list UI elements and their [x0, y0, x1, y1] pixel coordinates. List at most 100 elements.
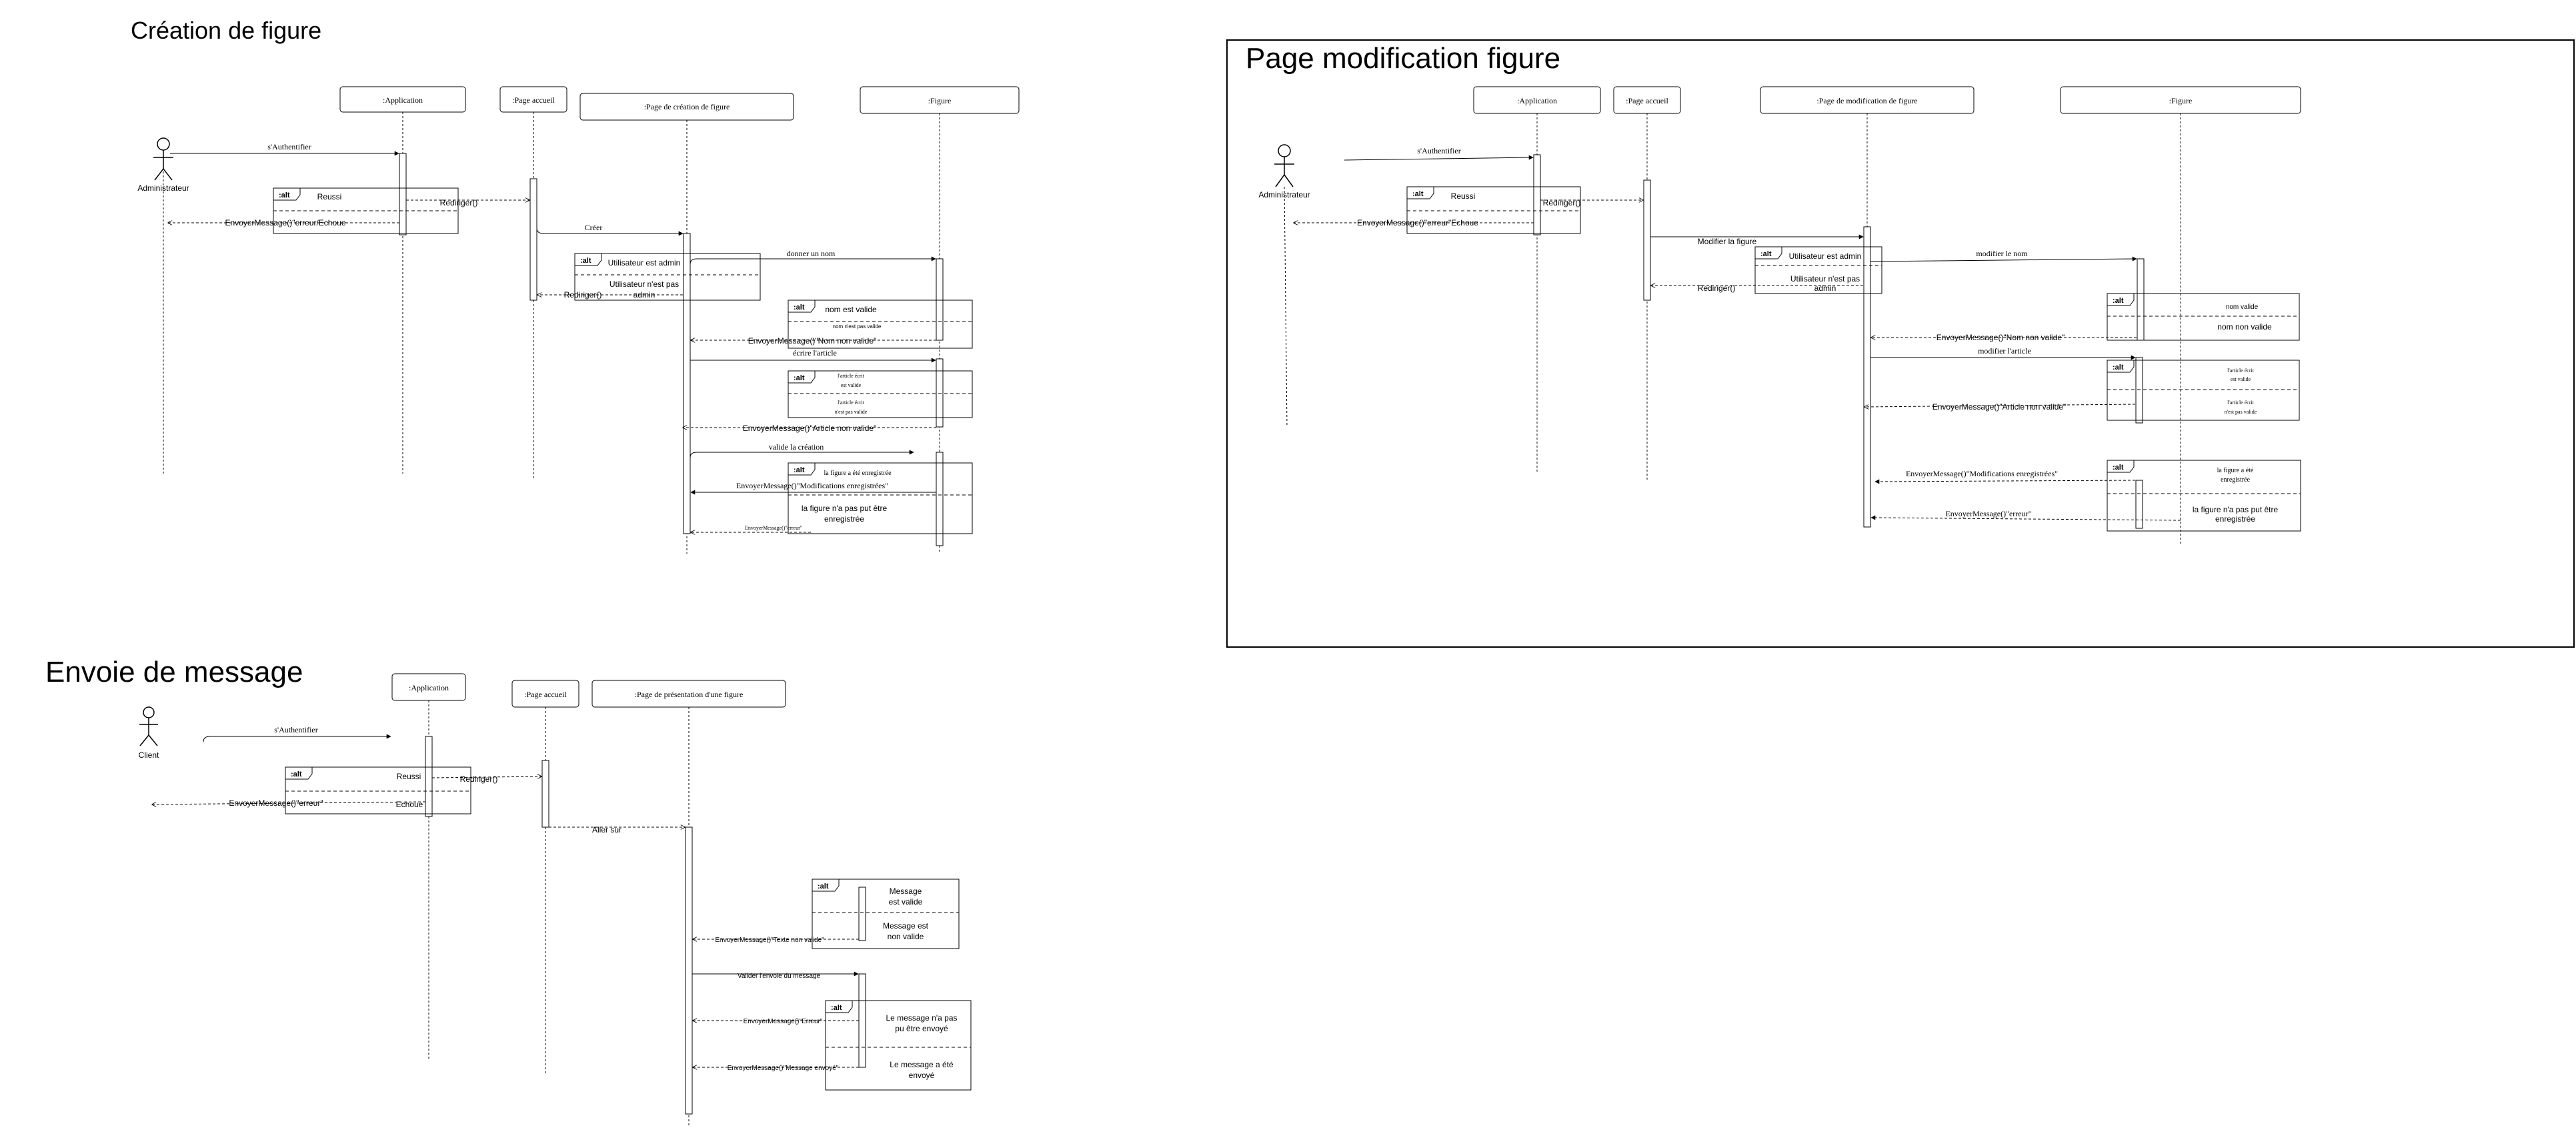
msg-lifeline-header-page-presentation: :Page de présentation d'une figure: [591, 680, 786, 708]
msg-rediriger-label: Rediriger(): [440, 198, 478, 207]
svg-text::alt: :alt: [2113, 364, 2124, 372]
svg-text:l'article écrit: l'article écrit: [838, 373, 865, 379]
svg-text:la figure n'a pas put être: la figure n'a pas put être: [802, 504, 888, 513]
msg3-erreur-2-label: EnvoyerMessage()"Erreur": [744, 1018, 823, 1025]
mod-msg-nom-non-valide-label: EnvoyerMessage()"Nom non valide": [1937, 333, 2065, 342]
svg-text::alt: :alt: [794, 304, 805, 312]
mod-actor-administrateur-label: Administrateur: [1258, 190, 1310, 199]
modification-frame: [1226, 39, 2575, 648]
alt-fragment-nom: :alt nom est valide nom n'est pas valide: [788, 300, 973, 349]
msg-erreur-echoue-label: EnvoyerMessage()"erreur/Echoue: [225, 218, 345, 227]
lifeline-header-application: :Application: [339, 86, 466, 113]
msg3-aller-sur-label: Aller sur: [592, 825, 621, 834]
mod-lifeline-header-figure: :Figure: [2060, 86, 2301, 114]
svg-text::alt: :alt: [2113, 464, 2124, 472]
mod-lifeline-header-page-accueil: :Page accueil: [1613, 86, 1681, 114]
mod-alt-fragment-enregistrement: :alt la figure a été enregistrée la figu…: [2107, 460, 2301, 532]
mod-lifeline-header-application: :Application: [1473, 86, 1601, 114]
mod-msg-authentifier: [1344, 155, 1534, 161]
svg-text::Page de création de figure: :Page de création de figure: [644, 102, 730, 111]
svg-text:l'article écrit: l'article écrit: [2227, 400, 2255, 406]
activations: [399, 153, 944, 546]
svg-text::alt: :alt: [580, 257, 591, 265]
diagram-modification-figure: Page modification figure :Application :P…: [1226, 39, 2575, 648]
svg-text::alt: :alt: [279, 191, 290, 199]
mod-msg-article-non-valide: [1864, 404, 2136, 407]
mod-msg-authentifier-label: s'Authentifier: [1417, 146, 1460, 155]
svg-text:Utilisateur est admin: Utilisateur est admin: [1789, 251, 1862, 261]
svg-text:la figure n'a pas put être: la figure n'a pas put être: [2193, 505, 2279, 514]
msg-valide-creation: [690, 450, 914, 458]
mod-alt-fragment-article: :alt l'article écrit est valide l'articl…: [2107, 360, 2300, 421]
svg-text:pu être envoyé: pu être envoyé: [895, 1024, 948, 1033]
msg3-message-envoye-label: EnvoyerMessage()"Message envoyé": [728, 1065, 839, 1072]
actor-administrateur: [153, 137, 173, 181]
svg-text:nom valide: nom valide: [2226, 304, 2259, 311]
alt-fragment-auth: :alt Reussi: [273, 187, 459, 234]
svg-text:enregistrée: enregistrée: [824, 514, 864, 524]
mod-msg-modifier-article-label: modifier l'article: [1978, 346, 2031, 356]
svg-text:Reussi: Reussi: [397, 772, 421, 781]
svg-text:non valide: non valide: [888, 932, 924, 941]
message-title: Envoie de message: [45, 656, 303, 688]
alt-fragment-enregistrement: :alt la figure a été enregistrée la figu…: [788, 462, 973, 534]
mod-msg-modifier-nom: [1870, 256, 2137, 262]
msg-article-non-valide-label: EnvoyerMessage()"Article non valide": [743, 424, 877, 433]
svg-text::Application: :Application: [1517, 96, 1557, 105]
msg-lifelines: [428, 700, 690, 1127]
svg-text::alt: :alt: [1760, 250, 1772, 258]
svg-text:est valide: est valide: [2231, 376, 2251, 382]
svg-text::Page accueil: :Page accueil: [512, 95, 555, 105]
mod-alt-fragment-auth: :alt Reussi: [1406, 186, 1581, 234]
msg-lifeline-header-application: :Application: [391, 673, 466, 701]
svg-text::Figure: :Figure: [2169, 96, 2193, 105]
msg-nom-non-valide-label: EnvoyerMessage()"Nom non valide": [748, 336, 877, 346]
msg3-erreur: [152, 801, 426, 804]
mod-alt-fragment-nom: :alt nom valide nom non valide: [2107, 293, 2300, 341]
svg-text:Echoue: Echoue: [396, 800, 423, 809]
msg-rediriger-2-label: Rediriger(): [564, 290, 602, 300]
msg3-texte-non-valide-label: EnvoyerMessage()"Texte non valide": [715, 937, 824, 944]
msg-ecrire-article-label: écrire l'article: [793, 348, 837, 358]
msg3-rediriger-label: Rediriger(): [460, 774, 498, 784]
svg-text:Utilisateur n'est pas: Utilisateur n'est pas: [1790, 274, 1860, 284]
svg-text:est valide: est valide: [889, 897, 923, 907]
svg-text::Application: :Application: [409, 683, 449, 692]
mod-msg-modifier-nom-label: modifier le nom: [1976, 249, 2028, 258]
diagram-envoie-message: Envoie de message :Application :Page acc…: [45, 656, 972, 1127]
svg-text::Application: :Application: [383, 95, 423, 105]
svg-text:est valide: est valide: [841, 382, 862, 388]
svg-text::alt: :alt: [2113, 297, 2124, 305]
mod-msg-modifier-figure-label: Modifier la figure: [1698, 237, 1757, 246]
mod-lifeline-header-page-modification: :Page de modification de figure: [1760, 86, 1975, 114]
msg-creer-label: Créer: [585, 223, 603, 232]
svg-text::alt: :alt: [818, 883, 829, 891]
mod-actor-administrateur: [1274, 144, 1294, 187]
lifeline-header-page-accueil: :Page accueil: [499, 86, 567, 113]
msg3-authentifier: [203, 734, 391, 742]
actor-client-label: Client: [139, 750, 159, 760]
svg-text:nom n'est pas valide: nom n'est pas valide: [833, 324, 882, 330]
mod-msg-rediriger-2-label: Rediriger(): [1698, 284, 1736, 293]
msg-alt-fragment-message: :alt Message est valide Message est non …: [812, 879, 960, 949]
msg-authentifier-label: s'Authentifier: [267, 142, 311, 151]
svg-text:Message: Message: [890, 887, 922, 896]
msg-donner-nom-label: donner un nom: [787, 249, 836, 258]
svg-text::Page accueil: :Page accueil: [524, 690, 567, 699]
svg-text::alt: :alt: [794, 466, 805, 474]
svg-text:enregistrée: enregistrée: [2215, 514, 2255, 524]
svg-text:Utilisateur est admin: Utilisateur est admin: [608, 258, 681, 267]
msg-alt-fragment-envoi: :alt Le message n'a pas pu être envoyé L…: [825, 1000, 972, 1091]
msg-modifs-enregistrees-label: EnvoyerMessage()"Modifications enregistr…: [736, 481, 888, 490]
lifeline-header-figure: :Figure: [860, 86, 1020, 114]
actor-administrateur-label: Administrateur: [137, 183, 189, 193]
svg-text:Le message a été: Le message a été: [890, 1060, 954, 1069]
mod-msg-article-non-valide-label: EnvoyerMessage()"Article non valide": [1933, 402, 2067, 412]
svg-text:n'est pas valide: n'est pas valide: [2225, 409, 2257, 415]
alt-fragment-article: :alt l'article écrit est valide l'articl…: [788, 370, 973, 418]
msg-creer: [536, 227, 684, 236]
creation-title: Création de figure: [131, 17, 321, 44]
mod-msg-rediriger-label: Rediriger(): [1543, 198, 1581, 207]
svg-text:Message est: Message est: [883, 921, 929, 931]
mod-msg-modifs-enregistrees-label: EnvoyerMessage()"Modifications enregistr…: [1906, 469, 2058, 478]
